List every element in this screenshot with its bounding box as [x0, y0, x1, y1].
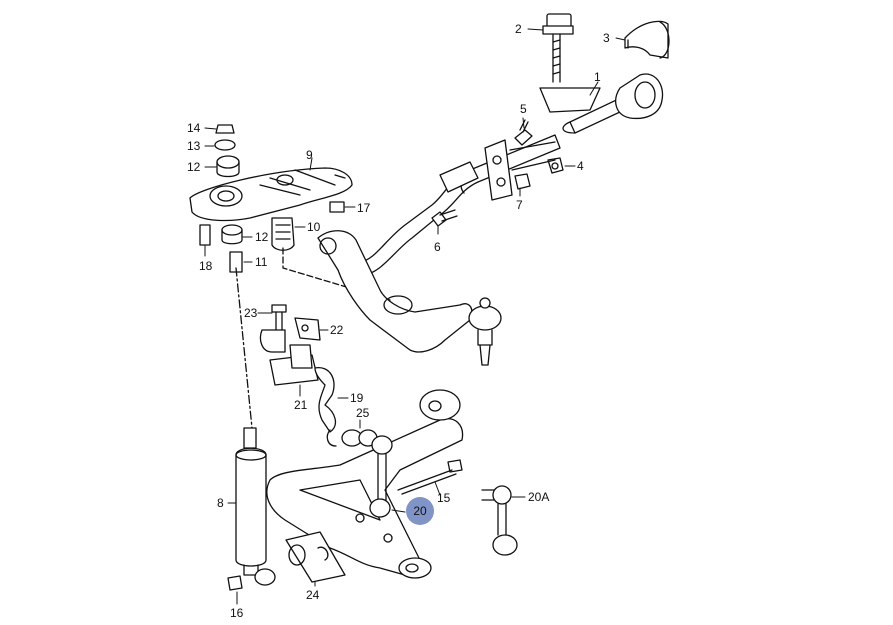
highlighted-callout-20: 20 [406, 497, 434, 525]
callout-22: 22 [330, 323, 344, 337]
bushing-25 [326, 429, 378, 447]
callout-3: 3 [603, 31, 610, 45]
callout-20A: 20A [528, 490, 550, 504]
bolt-23 [271, 304, 287, 331]
callout-13: 13 [187, 139, 201, 153]
callout-5: 5 [520, 102, 527, 116]
callout-7: 7 [516, 198, 523, 212]
callout-4: 4 [577, 159, 584, 173]
shock-absorber [235, 427, 276, 586]
callout-11: 11 [255, 255, 268, 269]
top-nut-14 [215, 124, 235, 134]
bar-bushing [615, 73, 664, 120]
bushing-19 [314, 367, 337, 433]
callout-17: 17 [357, 201, 371, 215]
callout-19: 19 [350, 391, 364, 405]
callout-12-top: 12 [187, 160, 201, 174]
callout-23: 23 [244, 306, 258, 320]
callout-16: 16 [230, 606, 244, 620]
callout-9: 9 [306, 148, 313, 162]
strut-center-line [235, 267, 253, 429]
bushing-12-top [216, 155, 240, 178]
callout-8: 8 [217, 496, 224, 510]
callout-1: 1 [594, 70, 601, 84]
leader-lines [204, 28, 626, 605]
nut-7 [514, 173, 531, 190]
bolt-5 [514, 119, 533, 146]
bushing-12-bottom [221, 224, 243, 245]
callout-21: 21 [294, 398, 308, 412]
bolt-15 [397, 459, 463, 495]
callout-2: 2 [515, 22, 522, 36]
bracket-link [484, 139, 556, 201]
bolt-18 [199, 224, 211, 246]
bump-stop-10 [271, 217, 295, 251]
coupling-link-20 [369, 435, 393, 518]
strut-mount-plate [189, 167, 353, 222]
bar-mount-cap [624, 20, 670, 59]
ball-joint [468, 297, 502, 366]
nut-4 [547, 157, 564, 174]
washer-13 [214, 139, 236, 151]
bolt-6 [431, 209, 458, 227]
upper-control-arm [317, 230, 473, 353]
clamp-bolt [539, 13, 601, 113]
callout-24: 24 [306, 588, 320, 602]
callout-20: 20 [413, 504, 427, 518]
callout-25: 25 [356, 406, 370, 420]
callout-12-bottom: 12 [255, 230, 269, 244]
callout-15: 15 [437, 491, 451, 505]
arm-bracket-24 [285, 531, 346, 583]
bolt-17 [329, 201, 345, 213]
coupling-link-20A [481, 485, 518, 556]
bracket-22 [294, 317, 321, 341]
callout-10: 10 [307, 220, 321, 234]
callout-6: 6 [434, 240, 441, 254]
callout-18: 18 [199, 259, 213, 273]
nut-16 [227, 575, 243, 591]
clamp-21 [259, 329, 319, 386]
callout-14: 14 [187, 121, 201, 135]
